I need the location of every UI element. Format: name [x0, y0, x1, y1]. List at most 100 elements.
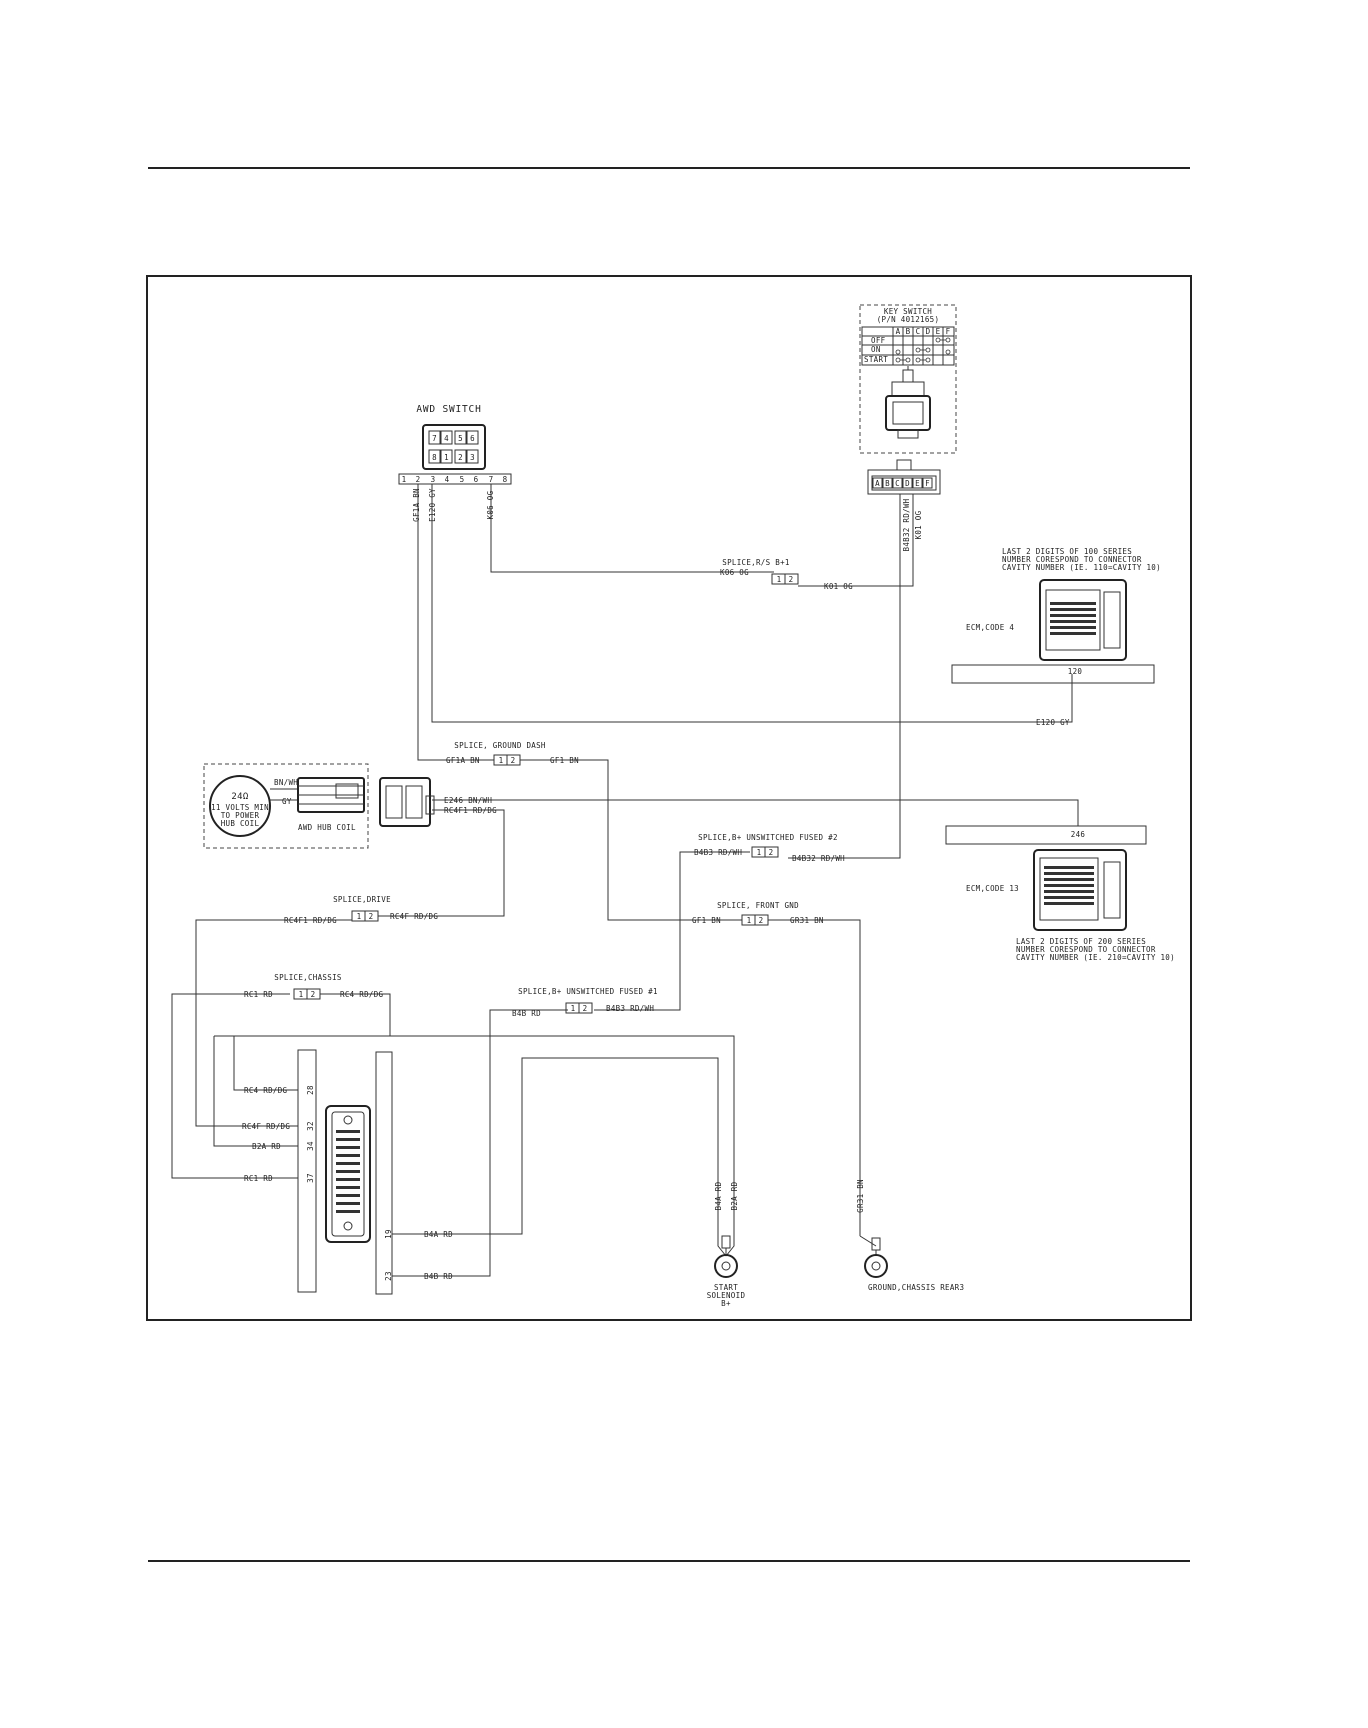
hub-wire-bnwh: BN/WH	[274, 778, 298, 787]
splice-ch-pin-2: 2	[311, 990, 316, 999]
ecm4-note-line1: LAST 2 DIGITS OF 100 SERIES	[1002, 547, 1132, 556]
splice-f2-pin-1: 1	[757, 848, 762, 857]
key-switch: KEY SWITCH (P/N 4012165) A B C D E F OFF…	[859, 304, 957, 495]
splice-fg-pin-2: 2	[759, 916, 764, 925]
ground-chassis-terminal: GROUND,CHASSIS REAR3	[864, 1237, 964, 1292]
splice-chassis: SPLICE,CHASSIS 1 2 RC1 RD RC4 RD/DG	[244, 973, 384, 1000]
awd-switch: AWD SWITCH 7 4 5 6 8 1 2 3 1 2 3 4 5 6 7…	[398, 404, 512, 485]
awd-pin-7: 7	[489, 475, 494, 484]
start-solenoid-line3: B+	[721, 1299, 731, 1308]
pin-23: 23	[384, 1271, 393, 1281]
wire-gf1-bn-label-b: GF1 BN	[692, 916, 721, 925]
splice-rs-b1-label: SPLICE,R/S B+1	[722, 558, 789, 567]
wire-rc4-label-a: RC4 RD/DG	[340, 990, 384, 999]
ks-row-start: START	[864, 355, 888, 364]
splice-gd-pin-1: 1	[499, 756, 504, 765]
awd-face-4: 4	[444, 434, 449, 443]
wire-k01-og-label: K01 OG	[824, 582, 853, 591]
awd-pin-2: 2	[416, 475, 421, 484]
key-switch-title: KEY SWITCH	[884, 307, 932, 316]
wires	[171, 484, 1079, 1277]
pin-32: 32	[306, 1121, 315, 1131]
footer-rule	[148, 1560, 1190, 1562]
ks-pin-e: E	[915, 479, 920, 488]
ks-col-f: F	[946, 327, 951, 336]
header-rule	[148, 167, 1190, 169]
ecm13-note-line2: NUMBER CORESPOND TO CONNECTOR	[1016, 945, 1156, 954]
wire-rc1-label-a: RC1 RD	[244, 990, 273, 999]
hub-note-1: 11 VOLTS MIN	[211, 803, 269, 812]
awd-pin-1: 1	[402, 475, 407, 484]
awd-pin-3: 3	[431, 475, 436, 484]
wire-b4b3-label-a: B4B3 RD/WH	[694, 848, 742, 857]
pin-28: 28	[306, 1085, 315, 1095]
wire-b4a-vertical: B4A RD	[714, 1181, 723, 1210]
splice-drive-pin-1: 1	[357, 912, 362, 921]
wire-b4a-label: B4A RD	[424, 1230, 453, 1239]
wire-b2a-vertical: B2A RD	[730, 1181, 739, 1210]
hub-name: AWD HUB COIL	[298, 823, 356, 832]
awd-face-2: 2	[458, 453, 463, 462]
ground-chassis-label: GROUND,CHASSIS REAR3	[868, 1283, 964, 1292]
splice-drive-label: SPLICE,DRIVE	[333, 895, 391, 904]
splice-drive-pin-2: 2	[369, 912, 374, 921]
ecm13-note-line1: LAST 2 DIGITS OF 200 SERIES	[1016, 937, 1146, 946]
pin-37: 37	[306, 1173, 315, 1183]
ecm13-name: ECM,CODE 13	[966, 884, 1019, 893]
splice-front-gnd-label: SPLICE, FRONT GND	[717, 901, 799, 910]
ks-col-c: C	[916, 327, 921, 336]
start-solenoid-terminal: START SOLENOID B+	[707, 1235, 746, 1308]
ks-pin-f: F	[925, 479, 930, 488]
splice-front-gnd: SPLICE, FRONT GND 1 2 GF1 BN GR31 BN	[692, 901, 824, 926]
hub-note-2: TO POWER	[221, 811, 260, 820]
splice-f1-pin-2: 2	[583, 1004, 588, 1013]
wire-k06-og-label: K06 OG	[720, 568, 749, 577]
awd-hub-coil: 24Ω 11 VOLTS MIN TO POWER HUB COIL BN/WH…	[203, 763, 435, 849]
splice-b-fused-1: SPLICE,B+ UNSWITCHED FUSED #1 1 2 B4B RD…	[512, 987, 658, 1018]
splice-b-fused-2-label: SPLICE,B+ UNSWITCHED FUSED #2	[698, 833, 838, 842]
ecu-connector: 28 32 34 37 19 23	[297, 1049, 393, 1295]
wire-e246-label: E246 BN/WH	[444, 796, 492, 805]
awd-face-7: 7	[432, 434, 437, 443]
splice-b-fused-1-label: SPLICE,B+ UNSWITCHED FUSED #1	[518, 987, 658, 996]
hub-wire-gy: GY	[282, 797, 292, 806]
splice-chassis-label: SPLICE,CHASSIS	[274, 973, 342, 982]
awd-switch-title: AWD SWITCH	[416, 404, 481, 415]
wire-gf1-bn-label-a: GF1 BN	[550, 756, 579, 765]
wire-gr31-bn-label: GR31 BN	[790, 916, 824, 925]
awd-pin-8: 8	[503, 475, 508, 484]
awd-face-1: 1	[444, 453, 449, 462]
ks-pin-b: B	[885, 479, 890, 488]
ecm-code-4: LAST 2 DIGITS OF 100 SERIES NUMBER CORES…	[951, 547, 1161, 727]
ks-col-d: D	[926, 327, 931, 336]
ecm13-note-line3: CAVITY NUMBER (IE. 210=CAVITY 10)	[1016, 953, 1175, 962]
wire-b4b32-label: B4B32 RD/WH	[792, 854, 845, 863]
ecm-code-13: 246 ECM,CODE 13 LAST 2 DIGITS OF 200 SER…	[945, 825, 1175, 962]
splice-ch-pin-1: 1	[299, 990, 304, 999]
hub-resistance: 24Ω	[231, 792, 248, 802]
wire-k01-og-vertical: K01 OG	[914, 510, 923, 539]
wire-b4b-label-b: B4B RD	[424, 1272, 453, 1281]
diagram-frame	[146, 275, 1192, 1321]
ks-pin-c: C	[895, 479, 900, 488]
splice-drive: SPLICE,DRIVE 1 2 RC4F1 RD/DG RC4F RD/DG	[284, 895, 438, 925]
ecm4-note-line2: NUMBER CORESPOND TO CONNECTOR	[1002, 555, 1142, 564]
hub-note-3: HUB COIL	[221, 819, 260, 828]
wire-rc1-label-b: RC1 RD	[244, 1174, 273, 1183]
splice-b-fused-2: SPLICE,B+ UNSWITCHED FUSED #2 1 2 B4B3 R…	[694, 833, 845, 863]
splice-rs-b1: SPLICE,R/S B+1 1 2 K06 OG K01 OG	[720, 558, 853, 591]
ks-row-on: ON	[871, 345, 881, 354]
awd-pin-5: 5	[460, 475, 465, 484]
wire-rc4-label-b: RC4 RD/DG	[244, 1086, 288, 1095]
ecm4-pin-120: 120	[1068, 667, 1083, 676]
splice-ground-dash-label: SPLICE, GROUND DASH	[454, 741, 546, 750]
wire-b4b32-vertical: B4B32 RD/WH	[902, 498, 911, 551]
awd-face-6: 6	[470, 434, 475, 443]
ecm13-pin-246: 246	[1071, 830, 1086, 839]
wire-e120-gy-label: E120 GY	[1036, 718, 1070, 727]
ecm4-note-line3: CAVITY NUMBER (IE. 110=CAVITY 10)	[1002, 563, 1161, 572]
ks-col-a: A	[896, 327, 901, 336]
start-solenoid-line2: SOLENOID	[707, 1291, 746, 1300]
splice-f2-pin-2: 2	[769, 848, 774, 857]
wire-rc4f1-label-a: RC4F1 RD/DG	[444, 806, 497, 815]
